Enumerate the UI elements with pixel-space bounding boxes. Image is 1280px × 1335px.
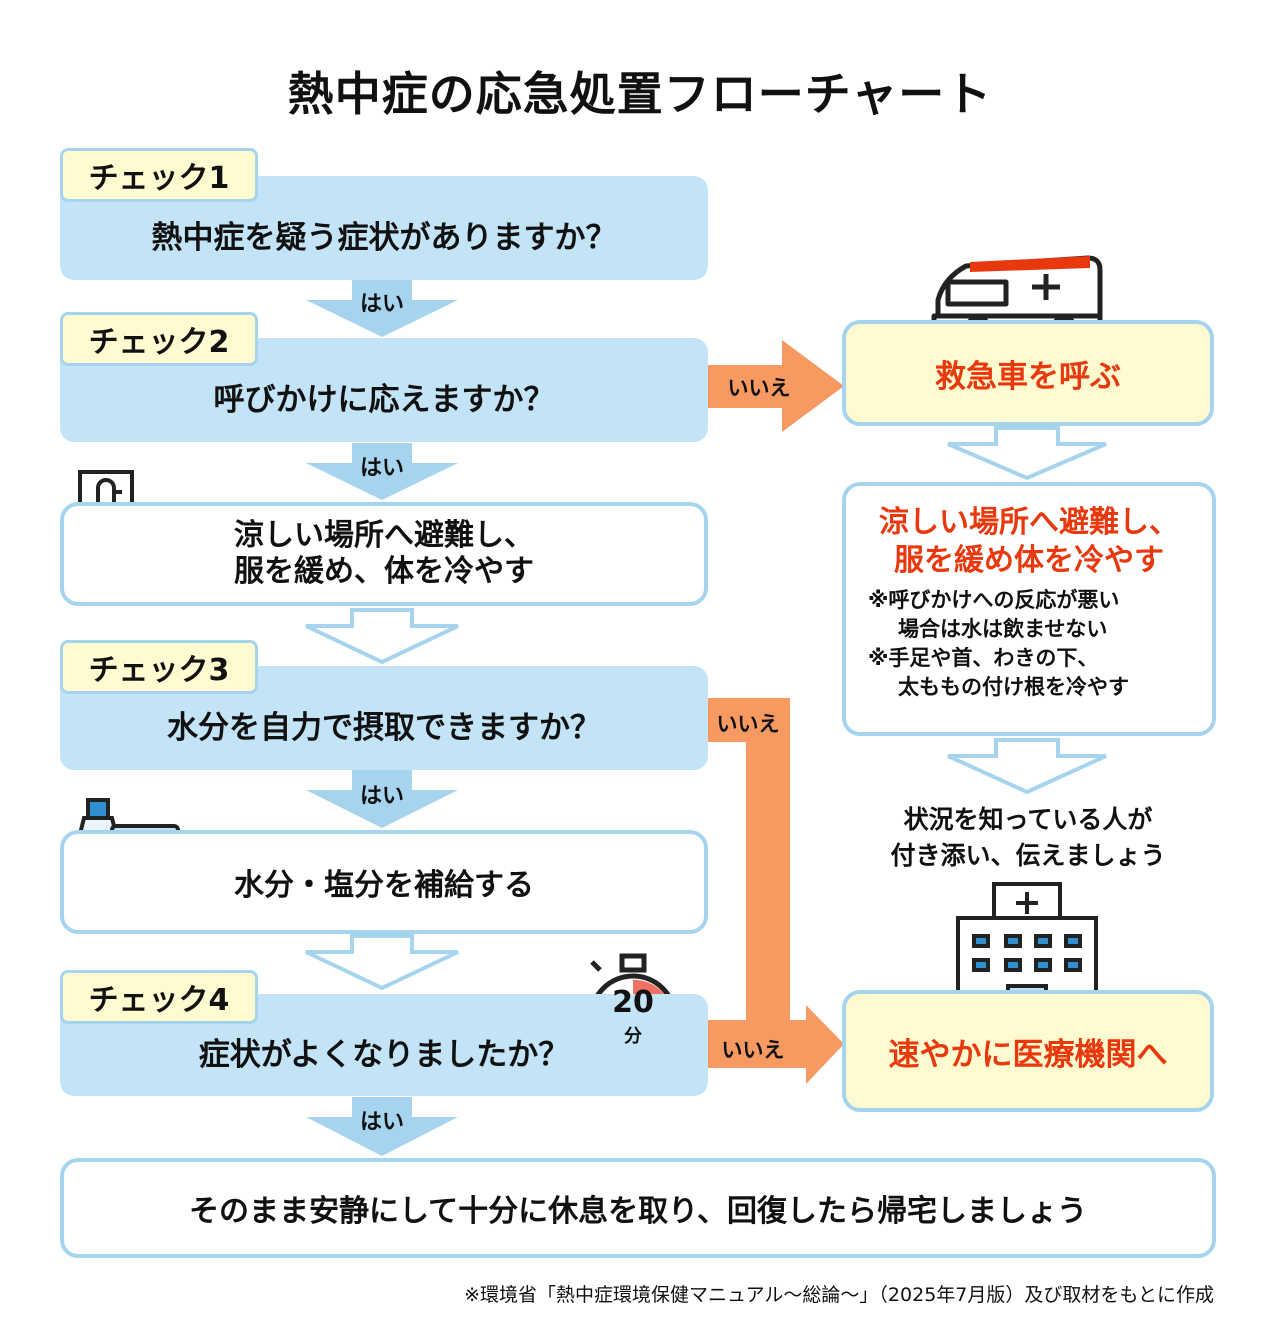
right-cool-title-line2: 服を緩め体を冷やす [894,543,1164,578]
check4-tag: チェック4 [60,970,258,1024]
source-note: ※環境省「熱中症環境保健マニュアル～総論～」（2025年7月版）及び取材をもとに… [464,1284,1214,1306]
hospital-text: 速やかに医療機関へ [888,1036,1168,1073]
yes-arrow-3 [306,770,458,828]
right-arrow-1 [947,426,1107,481]
right-cool-title-line1: 涼しい場所へ避難し、 [879,505,1179,540]
cool-action-line1: 涼しい場所へ避難し、 [234,518,534,553]
yes-arrow-1 [306,280,458,337]
no-label-check2: いいえ [727,376,791,400]
yes-label-4: はい [359,1110,404,1135]
hydrate-action-text: 水分・塩分を補給する [234,868,534,903]
check1-question: 熱中症を疑う症状がありますか？ [151,219,617,256]
final-box: そのまま安静にして十分に休息を取り、回復したら帰宅しましょう [60,1158,1216,1258]
no-arrow-check3-4 [708,698,844,1084]
accompany-line1: 状況を知っている人が [903,805,1153,834]
right-cool-box: 涼しい場所へ避難し、 服を緩め体を冷やす ※呼びかけへの反応が悪い 場合は水は飲… [842,482,1216,736]
salt-candy-label: 塩飴 [131,848,159,864]
page-title: 熱中症の応急処置フローチャート [287,67,993,121]
note2-line1: ※手足や首、わきの下、 [868,646,1099,670]
check4-question: 症状がよくなりましたか？ [198,1036,570,1073]
yes-label-2: はい [359,456,404,481]
cool-action-box: 涼しい場所へ避難し、 服を緩め、体を冷やす [60,502,708,606]
note2-line2: 太ももの付け根を冷やす [898,675,1129,699]
right-arrow-2 [947,738,1107,795]
check2-question: 呼びかけに応えますか？ [213,381,555,418]
accompany-text: 状況を知っている人が 付き添い、伝えましょう [842,802,1214,874]
hydrate-action-box: 水分・塩分を補給する [60,830,708,934]
accompany-line2: 付き添い、伝えましょう [890,841,1166,870]
timer-unit: 分 [624,1026,642,1047]
no-arrow-check2 [708,340,844,432]
check3-question: 水分を自力で摂取できますか？ [167,709,601,746]
next-arrow-1 [305,608,459,665]
yes-arrow-2 [306,443,458,500]
timer-number: 20 [612,985,654,1020]
yes-label-3: はい [359,784,404,809]
no-label-check3: いいえ [716,712,780,736]
ambulance-text: 救急車を呼ぶ [935,358,1121,395]
note1-line2: 場合は水は飲ませない [898,617,1108,641]
cool-action-line2: 服を緩め、体を冷やす [234,554,534,589]
no-label-check4: いいえ [721,1038,785,1062]
yes-label-1: はい [359,292,404,317]
yes-arrow-4 [306,1097,458,1156]
check3-tag: チェック3 [60,640,258,694]
check1-tag: チェック1 [60,148,258,202]
note1-line1: ※呼びかけへの反応が悪い [868,588,1120,612]
final-text: そのまま安静にして十分に休息を取り、回復したら帰宅しましょう [189,1194,1087,1229]
ambulance-box: 救急車を呼ぶ [842,320,1214,426]
hospital-box: 速やかに医療機関へ [842,990,1214,1112]
next-arrow-2 [305,934,459,991]
check2-tag: チェック2 [60,312,258,366]
